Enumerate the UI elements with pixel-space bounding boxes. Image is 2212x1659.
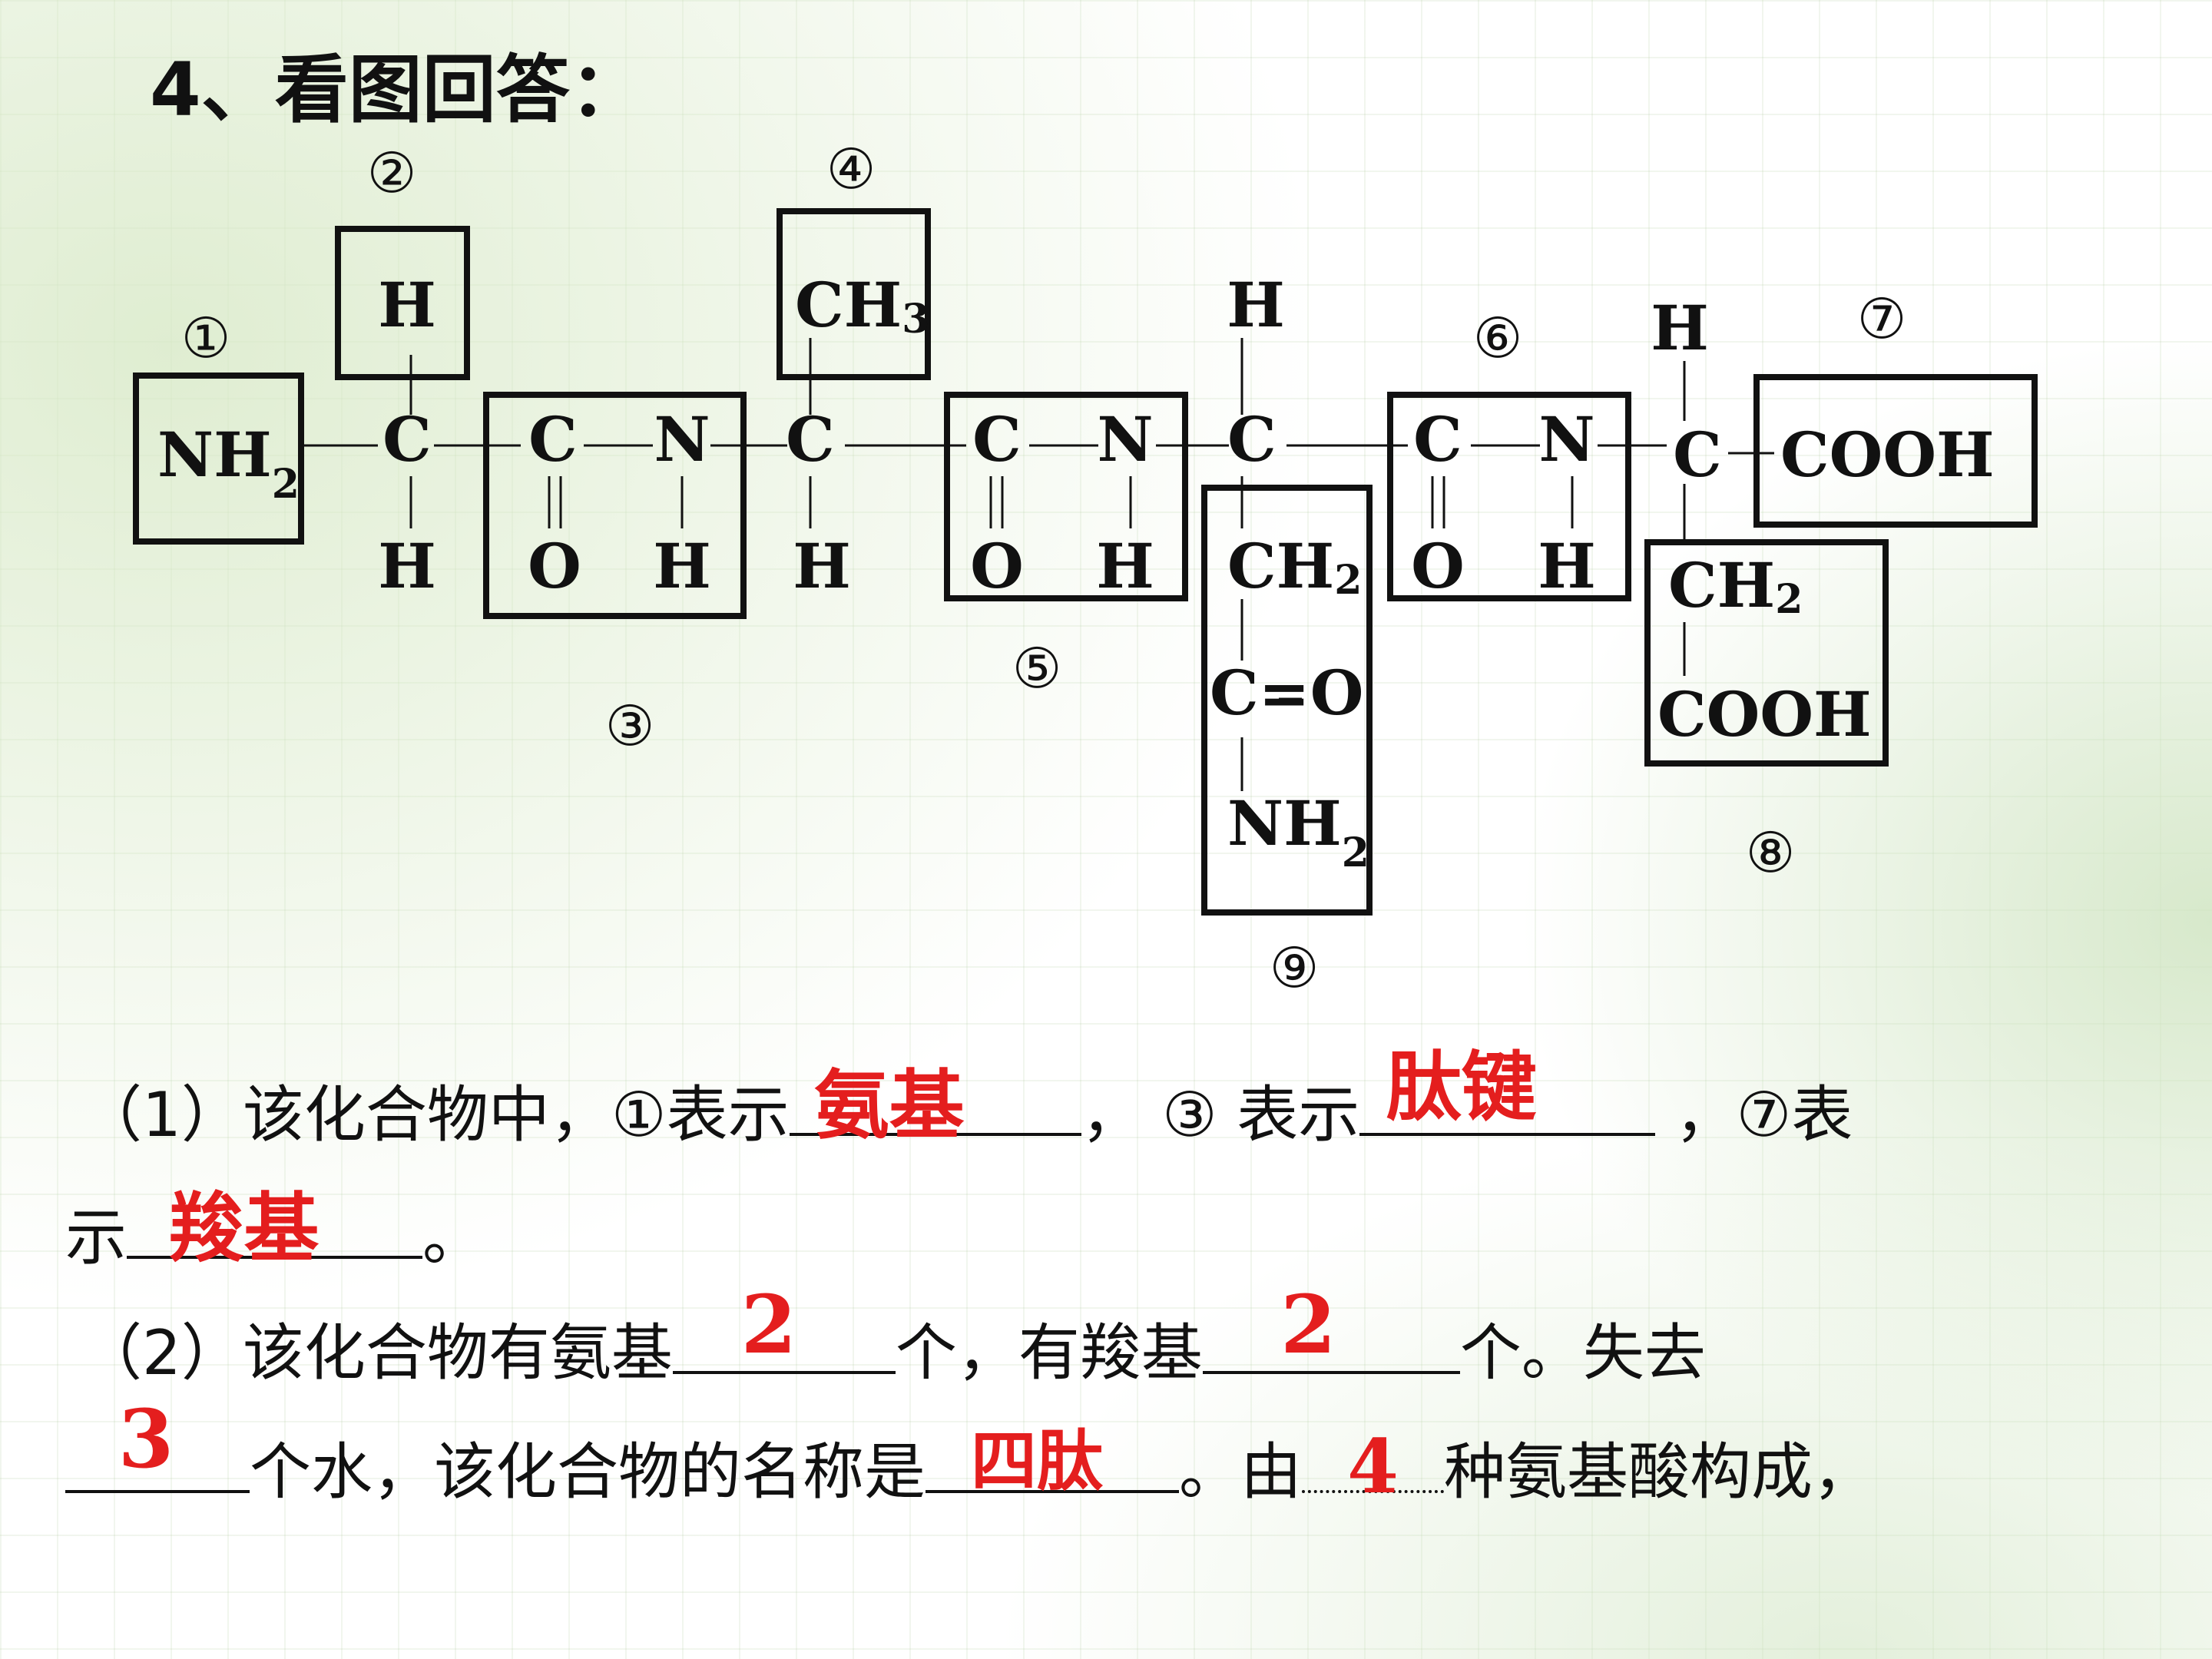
atom-c: C: [528, 403, 578, 475]
label-2: ②: [367, 141, 417, 205]
answer-blank-6[interactable]: 3: [65, 1399, 250, 1493]
question-1-line-2: 示羧基。: [65, 1191, 484, 1269]
q1-line2-prefix: 示: [65, 1202, 127, 1273]
answer-amino: 氨基: [813, 1061, 965, 1150]
q2-suffix: 个。失去: [1459, 1317, 1706, 1389]
label-8: ⑧: [1746, 820, 1796, 885]
answer-blank-2[interactable]: 肽键: [1359, 1050, 1656, 1136]
atom-o: O: [970, 530, 1024, 602]
atom-n: N: [1538, 403, 1594, 475]
q1-prefix: （1）该化合物中，①表示: [81, 1079, 790, 1151]
atom-h: H: [1096, 530, 1154, 602]
answer-amino-acid-kinds: 4: [1347, 1423, 1399, 1510]
atom-c: C: [1227, 403, 1277, 475]
atom-h: H: [1651, 292, 1709, 364]
q1-suffix: ，⑦表: [1655, 1079, 1853, 1151]
atom-n: N: [654, 403, 710, 475]
atom-h: H: [1227, 269, 1285, 341]
atom-nh2-terminal: NH2: [157, 419, 300, 508]
answer-blank-7[interactable]: 四肽: [926, 1422, 1179, 1500]
box-peptide-bond-3: [1387, 392, 1631, 601]
label-6: ⑥: [1473, 306, 1523, 370]
answer-carboxyl-count: 2: [1280, 1277, 1336, 1372]
label-3: ③: [605, 694, 655, 758]
answer-peptide-bond: 肽键: [1386, 1043, 1537, 1131]
box-amino-group: [133, 373, 304, 545]
answer-carboxyl: 羧基: [168, 1184, 320, 1273]
atom-n: N: [1097, 403, 1153, 475]
q2-mid: 个，有羧基: [895, 1317, 1203, 1389]
atom-c: C: [1673, 419, 1722, 491]
q2-line2-mid2: 。由: [1179, 1436, 1302, 1508]
box-side-chain-asn: [1201, 485, 1373, 916]
atom-nh2-amide: NH2: [1227, 787, 1369, 876]
label-1: ①: [181, 306, 231, 370]
answer-compound-name: 四肽: [971, 1422, 1103, 1500]
label-7: ⑦: [1857, 286, 1907, 351]
peptide-structure-diagram: 4、看图回答： ① ② ③ ④ ⑤ ⑥ ⑦ ⑧ ⑨: [133, 47, 2038, 1000]
atom-h: H: [378, 269, 436, 341]
answer-blank-8[interactable]: 4: [1302, 1429, 1444, 1504]
atom-c: C: [786, 403, 835, 475]
atom-h: H: [793, 530, 851, 602]
atom-cooh-terminal: COOH: [1780, 419, 1995, 491]
answer-blank-5[interactable]: 2: [1202, 1285, 1460, 1374]
atom-ch2: CH2: [1227, 530, 1362, 604]
q2-line2-mid: 个水，该化合物的名称是: [250, 1436, 926, 1508]
atom-c-eq-o: C=O: [1210, 657, 1363, 729]
answer-blank-4[interactable]: 2: [672, 1285, 896, 1374]
atom-cooh-side: COOH: [1657, 678, 1872, 750]
atom-h: H: [378, 530, 436, 602]
box-peptide-bond-2: [944, 392, 1188, 601]
answer-blank-1[interactable]: 氨基: [789, 1068, 1081, 1144]
atom-o: O: [1411, 530, 1465, 602]
q2-prefix: （2）该化合物有氨基: [81, 1317, 673, 1389]
atom-ch2: CH2: [1668, 549, 1803, 623]
box-carboxyl-group: [1753, 374, 2038, 528]
box-h-r-group: [335, 226, 470, 380]
atom-c: C: [972, 403, 1022, 475]
atom-h: H: [653, 530, 711, 602]
box-peptide-bond-1: [483, 392, 747, 619]
answer-amino-count: 2: [740, 1277, 797, 1372]
answer-blank-3[interactable]: 羧基: [127, 1191, 422, 1267]
label-5: ⑤: [1012, 636, 1062, 700]
q1-line2-suffix: 。: [422, 1202, 484, 1273]
q2-line2-suffix: 种氨基酸构成，: [1444, 1436, 1874, 1508]
box-ch3-r-group: [777, 208, 931, 380]
answer-water-count: 3: [118, 1392, 174, 1486]
atom-c: C: [1413, 403, 1462, 475]
atom-o: O: [528, 530, 581, 602]
label-4: ④: [826, 137, 876, 201]
atom-ch3: CH3: [795, 269, 929, 343]
question-title: 4、看图回答：: [150, 47, 644, 133]
atom-c: C: [382, 403, 432, 475]
box-side-chain-asp: [1644, 539, 1889, 767]
atom-h: H: [1538, 530, 1596, 602]
label-9: ⑨: [1270, 935, 1320, 1000]
q1-mid: ， ③ 表示: [1081, 1079, 1360, 1151]
question-1-line-1: （1）该化合物中，①表示氨基， ③ 表示肽键 ，⑦表: [81, 1050, 1853, 1146]
